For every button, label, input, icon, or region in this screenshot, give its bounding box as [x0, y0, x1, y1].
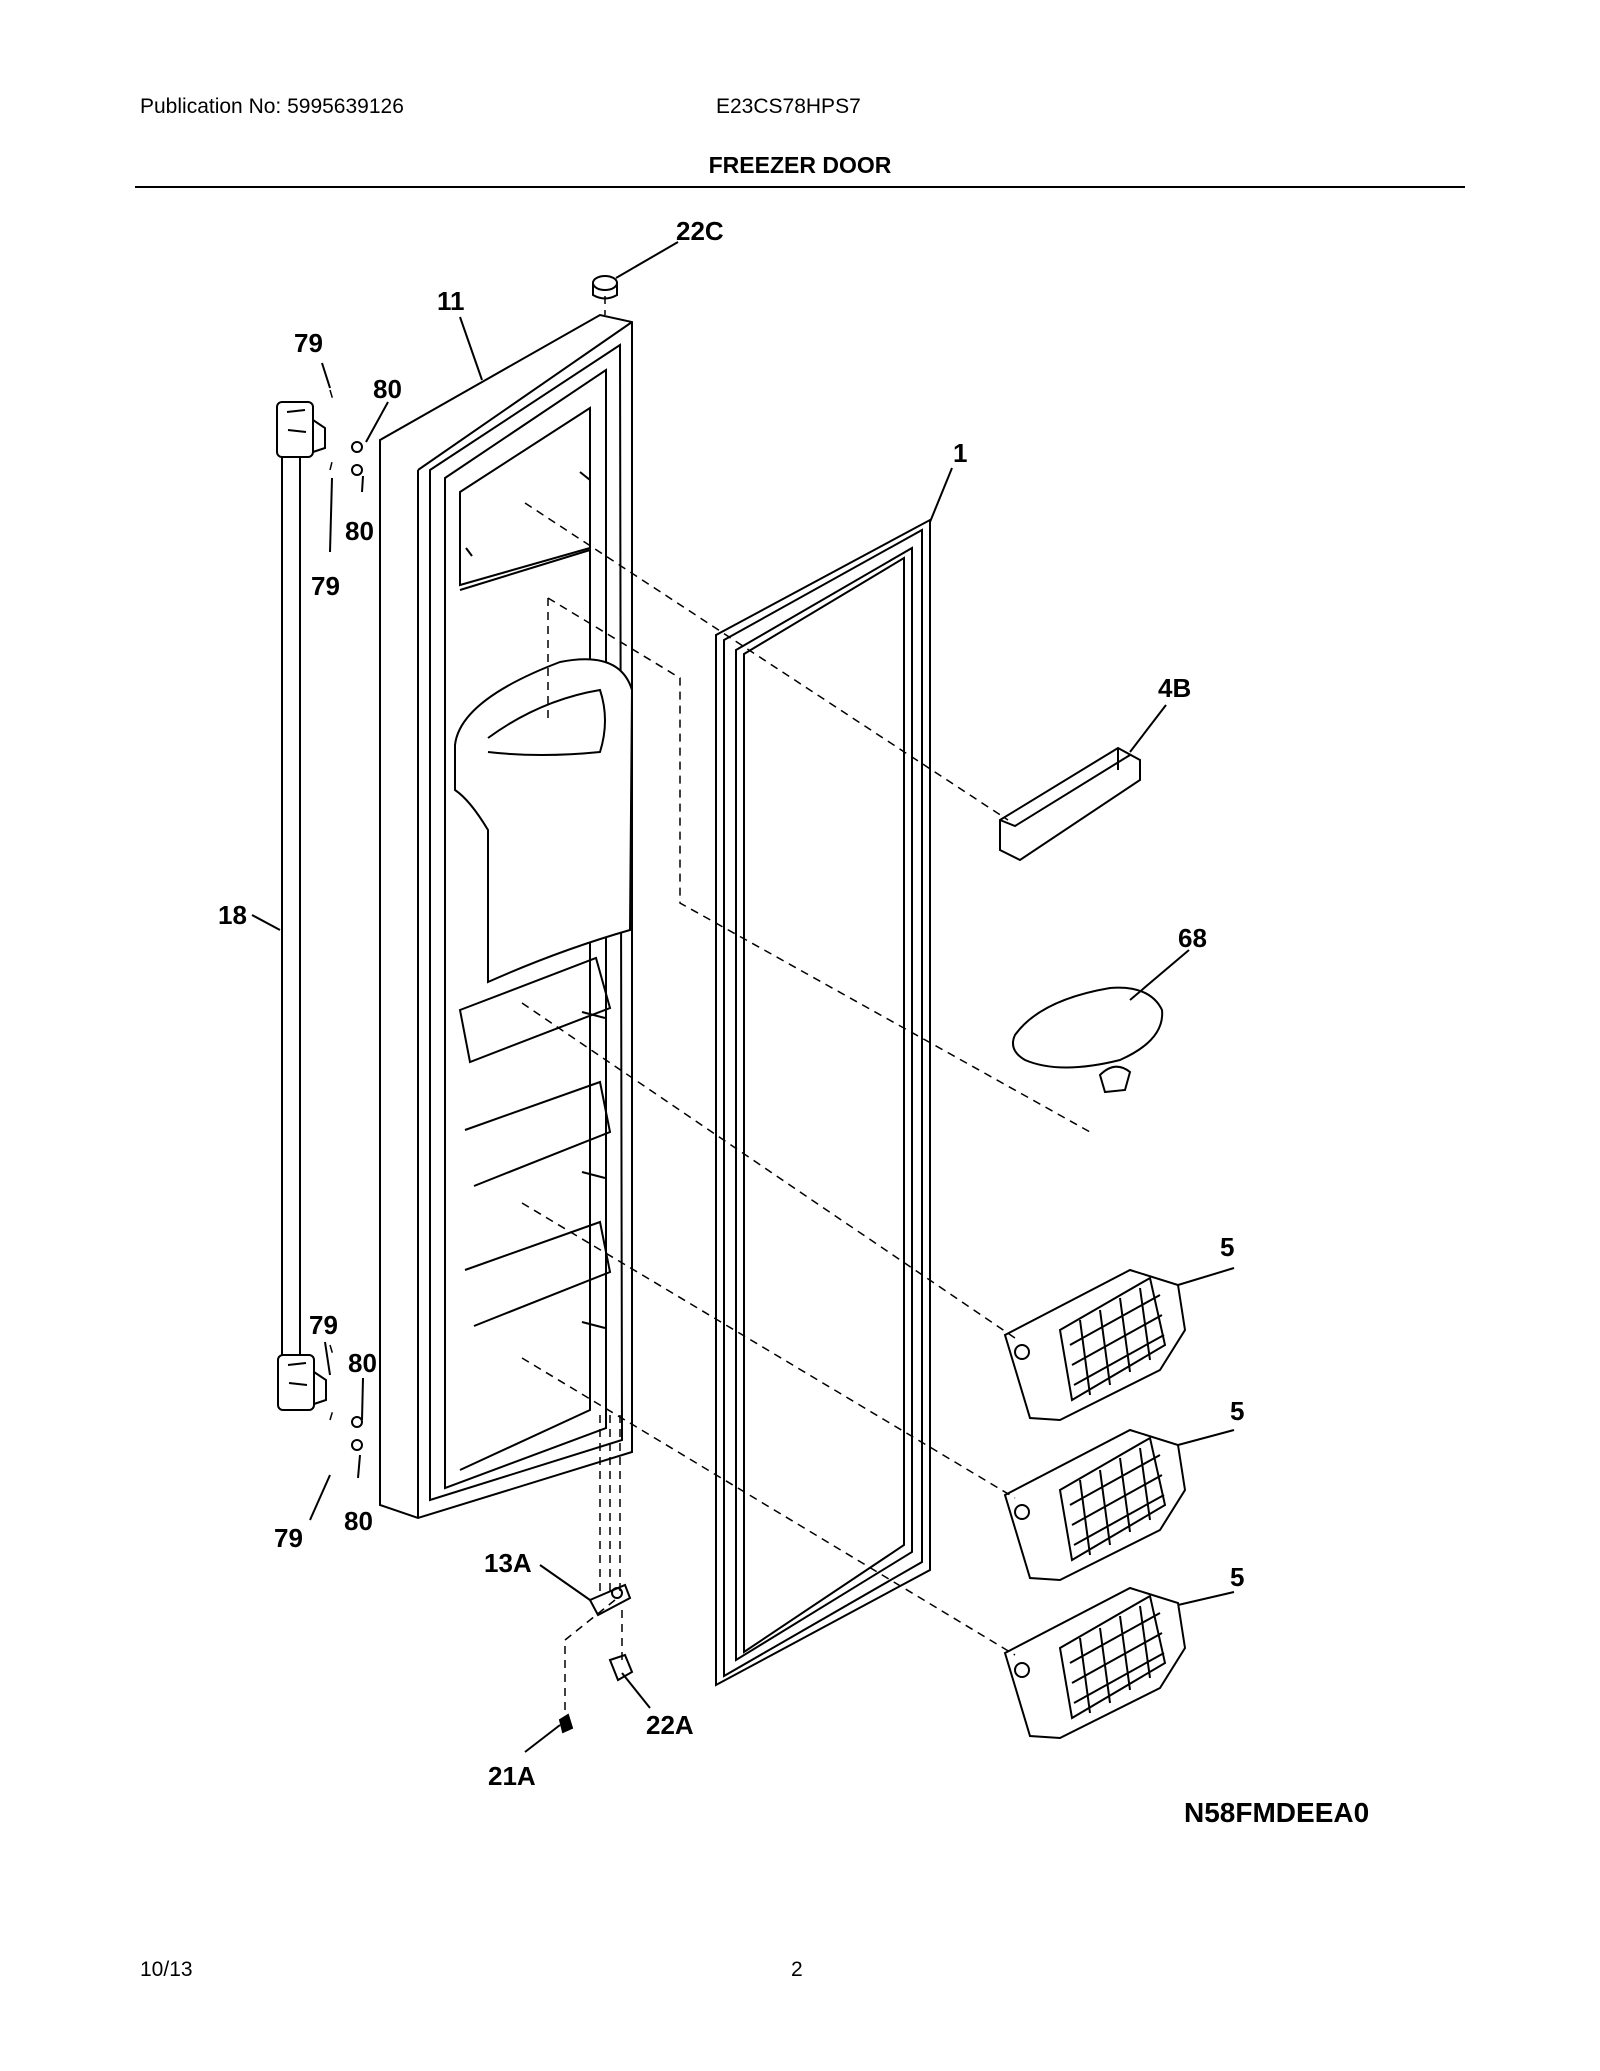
- diagram-code: N58FMDEEA0: [1184, 1797, 1369, 1828]
- footer-date: 10/13: [140, 1958, 193, 1981]
- callout-80: 80: [348, 1348, 377, 1378]
- callout-80: 80: [345, 516, 374, 546]
- door-bin-parts: [1003, 1268, 1187, 1740]
- model-number: E23CS78HPS7: [716, 95, 861, 118]
- callout-5: 5: [1230, 1396, 1244, 1426]
- ice-chute-part: [1012, 986, 1164, 1094]
- page-number: 2: [791, 1958, 803, 1981]
- callout-1: 1: [953, 438, 967, 468]
- callout-22A: 22A: [646, 1710, 694, 1740]
- callout-80: 80: [344, 1506, 373, 1536]
- callout-4B: 4B: [1158, 673, 1191, 703]
- callout-22C: 22C: [676, 216, 724, 246]
- header-rule: [135, 186, 1465, 188]
- publication-number: Publication No: 5995639126: [140, 95, 404, 118]
- small-hardware-parts: [558, 275, 634, 1734]
- callout-labels: 22C 11 79 80 80 79 1 4B 18 68 5 79 80 5 …: [218, 216, 1369, 1828]
- callout-68: 68: [1178, 923, 1207, 953]
- page-title: FREEZER DOOR: [708, 152, 892, 178]
- callout-79: 79: [294, 328, 323, 358]
- callout-11: 11: [437, 286, 465, 316]
- callout-80: 80: [373, 374, 402, 404]
- assembly-guide-lines: [329, 296, 1091, 1712]
- door-shelf-rail-part: [999, 746, 1141, 862]
- callout-5: 5: [1220, 1232, 1234, 1262]
- callout-79: 79: [274, 1523, 303, 1553]
- door-handle-part: [276, 401, 327, 1411]
- callout-13A: 13A: [484, 1548, 532, 1578]
- callout-79: 79: [311, 571, 340, 601]
- door-panel-part: [379, 313, 634, 1520]
- screw-parts: [351, 441, 363, 1451]
- callout-79: 79: [309, 1310, 338, 1340]
- callout-18: 18: [218, 900, 247, 930]
- door-gasket-part: [715, 518, 931, 1687]
- callout-leaders: [251, 241, 1235, 1753]
- callout-5: 5: [1230, 1562, 1244, 1592]
- callout-21A: 21A: [488, 1761, 536, 1791]
